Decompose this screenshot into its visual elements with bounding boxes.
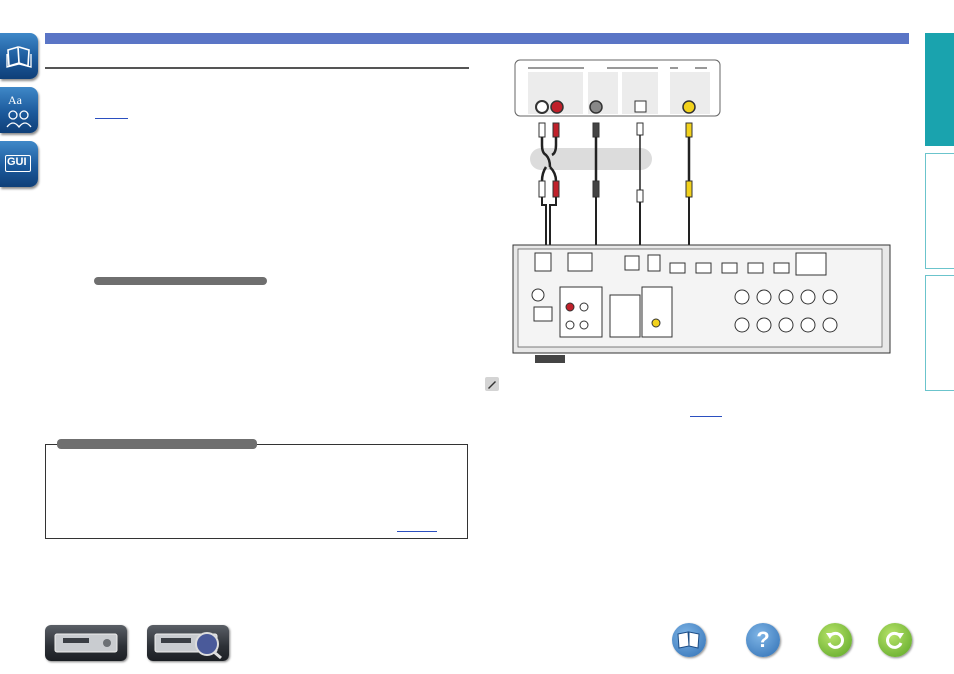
gui-tab[interactable]: GUI <box>0 141 38 187</box>
help-button[interactable]: ? <box>746 623 780 657</box>
diagram-note-link[interactable] <box>690 416 722 417</box>
note-heading-bar <box>57 439 257 449</box>
section-rule <box>45 67 469 69</box>
back-button[interactable] <box>818 623 852 657</box>
audio-l-jack <box>535 100 549 114</box>
open-book-icon <box>6 45 32 68</box>
note-box <box>45 444 468 539</box>
contents-button[interactable] <box>672 623 706 657</box>
forward-arrow-icon <box>886 631 904 649</box>
subsection-heading-bar <box>94 277 267 285</box>
manual-book-tab[interactable] <box>0 33 38 79</box>
tab-basic-version[interactable] <box>925 33 954 146</box>
cable-label-bubble <box>530 148 652 170</box>
glossary-label: Aa <box>8 93 22 107</box>
header-bar <box>45 33 909 44</box>
optical-jack <box>634 100 647 113</box>
book-icon <box>677 631 700 649</box>
question-mark-icon: ? <box>756 627 770 652</box>
connection-diagram <box>512 59 891 363</box>
rear-panel-button[interactable] <box>147 625 229 661</box>
tab-advanced-version[interactable] <box>925 153 954 269</box>
gui-label: GUI <box>7 156 27 168</box>
tab-information[interactable] <box>925 275 954 391</box>
receiver-front-icon <box>54 633 118 653</box>
coaxial-jack <box>589 100 603 114</box>
receiver-rear-magnify-icon <box>154 632 222 660</box>
front-panel-button[interactable] <box>45 625 127 661</box>
back-arrow-icon <box>826 631 844 649</box>
page-link[interactable] <box>95 118 128 119</box>
video-jack <box>682 100 696 114</box>
people-icon <box>6 110 32 129</box>
audio-r-jack <box>550 100 564 114</box>
glossary-tab[interactable]: Aa <box>0 87 38 133</box>
note-pencil-icon <box>485 377 499 391</box>
note-page-link[interactable] <box>397 531 437 532</box>
gui-icon <box>5 155 31 172</box>
forward-button[interactable] <box>878 623 912 657</box>
